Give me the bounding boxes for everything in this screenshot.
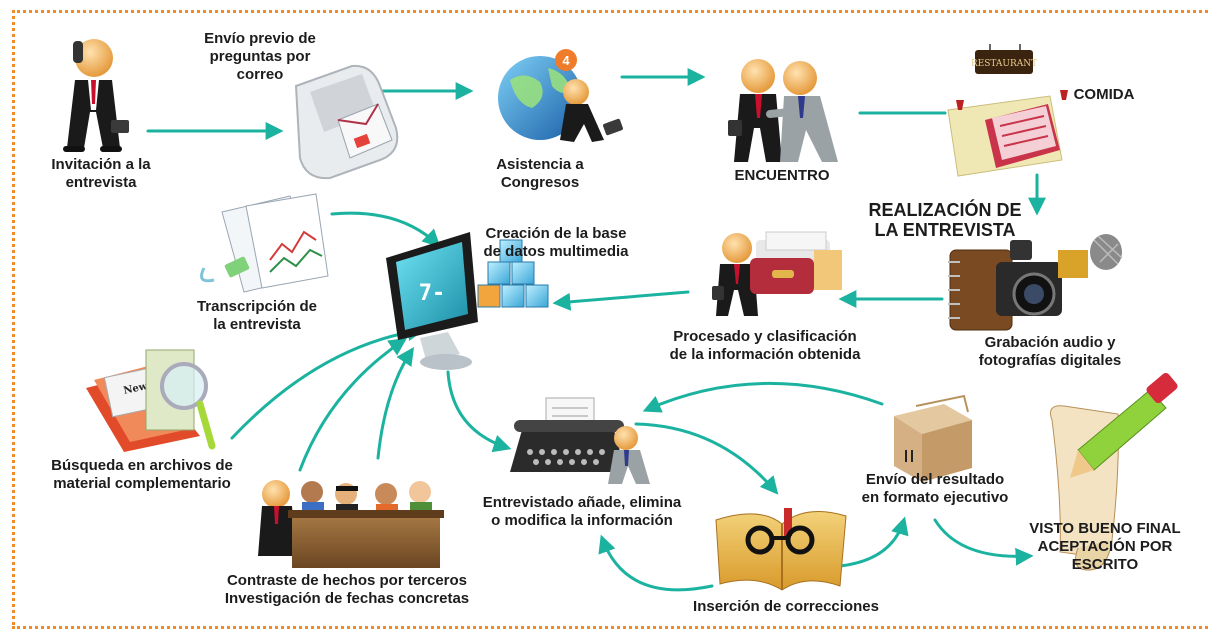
transcription-documents-icon (200, 193, 329, 293)
shipping-box-icon (894, 394, 972, 482)
phone-badge-number: 4 (562, 53, 570, 68)
arrow-creacion-to-entrevistado (446, 370, 512, 453)
label-procesado: Procesado y clasificación de la informac… (669, 328, 861, 363)
arrow-resultado-to-visto (933, 518, 1034, 566)
arrow-insercion-to-entrevistado (598, 534, 714, 592)
restaurant-icon: RESTAURANT (947, 44, 1068, 177)
arrow-contraste2-to-creacion (376, 347, 415, 460)
label-comida: COMIDA (1073, 86, 1135, 103)
left-dotted-border (12, 10, 15, 625)
arrow-procesado-to-creacion (552, 290, 690, 311)
filing-businessman-icon (712, 231, 842, 316)
label-invitacion: Invitación a la entrevista (51, 156, 151, 191)
recording-equipment-icon (948, 234, 1123, 331)
label-visto-bueno: VISTO BUENO FINAL ACEPTACIÓN POR ESCRITO (1029, 520, 1181, 573)
phone-businessman-icon (63, 39, 129, 152)
label-insercion: Inserción de correcciones (693, 598, 879, 615)
flow-arrows (146, 68, 1046, 592)
label-asistencia: Asistencia a Congresos (496, 156, 584, 191)
label-grabacion: Grabación audio y fotografías digitales (978, 334, 1122, 369)
computer-database-icon: 7- (386, 232, 549, 370)
label-envio-previo: Envío previo de preguntas por correo (204, 30, 316, 83)
label-creacion: Creación de la base de datos multimedia (483, 225, 629, 260)
typewriter-icon (510, 397, 650, 484)
archive-search-icon: News (86, 349, 216, 452)
restaurant-sign-text: RESTAURANT (971, 59, 1037, 69)
third-party-panel-icon (258, 480, 444, 568)
label-busqueda: Búsqueda en archivos de material complem… (51, 457, 233, 492)
arrow-resultado-to-typewriter (642, 381, 884, 413)
arrow-contraste1-to-creacion (298, 337, 407, 472)
book-glasses-icon (715, 508, 847, 591)
arrow-busqueda-to-creacion (230, 323, 426, 440)
handshake-icon (728, 59, 838, 162)
letter-envelope-icon (294, 64, 399, 180)
arrow-insercion-to-resultado (838, 516, 909, 568)
label-entrevistado: Entrevistado añade, elimina o modifica l… (482, 494, 682, 529)
label-realizacion: REALIZACIÓN DE LA ENTREVISTA (868, 200, 1022, 240)
top-dotted-border (12, 10, 1208, 13)
bottom-dotted-border (12, 626, 1208, 629)
label-contraste: Contraste de hechos por terceros Investi… (224, 572, 470, 607)
label-encuentro: ENCUENTRO (734, 167, 830, 184)
terminal-prompt-text: 7- (419, 281, 446, 306)
label-transcripcion: Transcripción de la entrevista (196, 298, 318, 333)
label-envio-resultado: Envío del resultado en formato ejecutivo (861, 471, 1009, 506)
globe-traveler-icon: 4 (498, 49, 623, 142)
scroll-pencil-icon (1050, 372, 1178, 571)
arrow-transcripcion-to-creacion (330, 211, 441, 248)
arrow-typewriter-to-insercion (634, 422, 779, 495)
